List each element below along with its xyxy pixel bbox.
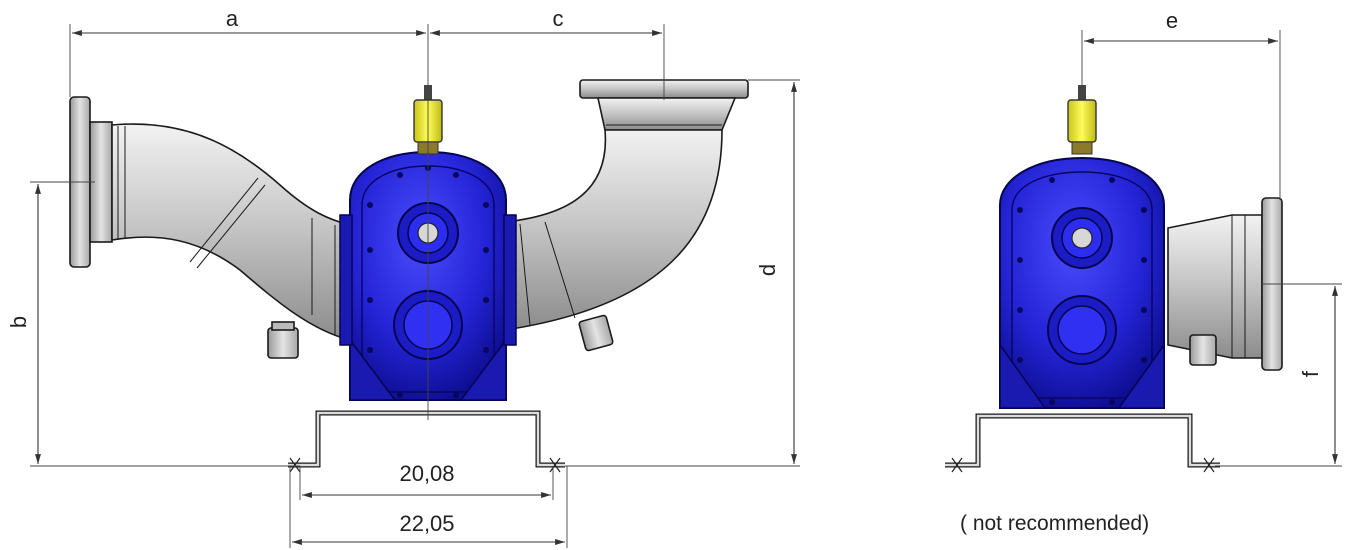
dim-d: d [565,79,800,467]
dim-a: a [69,6,426,97]
dim-d-label: d [755,264,780,276]
dim-f-label: f [1298,370,1323,377]
right-view: e f ( not recommended) [945,8,1342,535]
left-view: a c b d 20,08 [6,6,800,548]
dim-width-inner: 20,08 [299,461,554,500]
not-recommended-note: ( not recommended) [960,512,1149,535]
dim-width-outer: 22,05 [289,466,568,548]
dim-width-outer-label: 22,05 [399,511,454,536]
dim-a-label: a [226,6,239,31]
pump-body-side [999,156,1165,409]
side-outlet [1167,197,1283,371]
dim-b-label: b [6,316,31,328]
mounting-bracket-side [945,413,1220,473]
dim-width-inner-label: 20,08 [399,461,454,486]
dim-e: e [1081,8,1281,200]
outlet-pipe [504,79,749,352]
dim-f: f [1215,283,1342,467]
dim-c: c [430,6,665,100]
dim-e-label: e [1166,8,1178,33]
dim-b: b [6,181,300,467]
inlet-pipe [111,123,351,359]
dim-c-label: c [553,6,564,31]
